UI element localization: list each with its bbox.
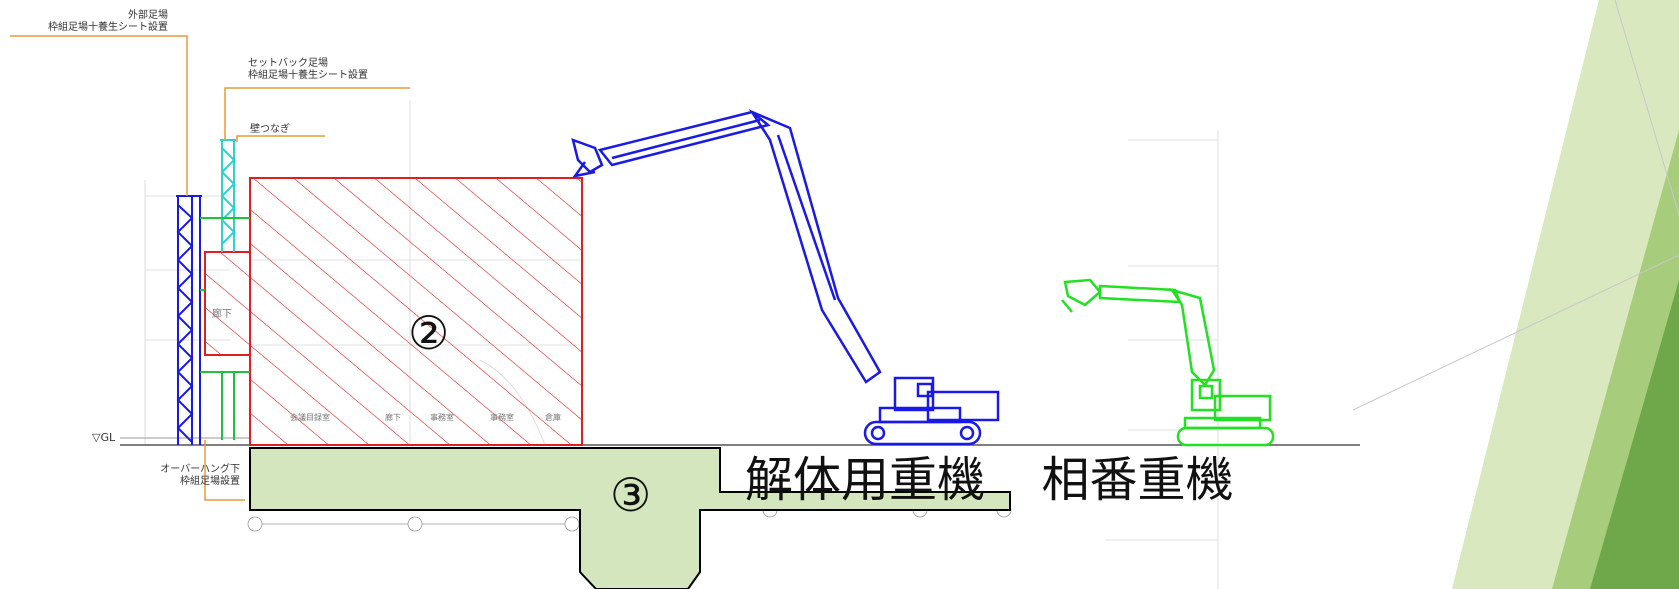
setback-scaffold-label: セットバック足場 枠組足場十養生シート設置 — [248, 58, 368, 82]
ground-level-label: ▽GL — [92, 431, 116, 444]
zone-2-marker: ② — [408, 306, 450, 360]
decor-line — [1614, 0, 1679, 216]
room-label: 事務室 — [430, 413, 454, 422]
room-label: 事務室 — [490, 413, 514, 422]
demolition-machine — [571, 109, 1000, 446]
room-label: 廊下 — [385, 413, 401, 422]
overhang-spec: 枠組足場設置 — [180, 476, 240, 487]
exterior-scaffold-spec: 枠組足場十養生シート設置 — [48, 22, 168, 33]
annotation-leaders — [10, 35, 410, 501]
wall-tie-label: 壁つなぎ — [250, 124, 290, 135]
decor-line — [1352, 254, 1679, 411]
setback-scaffold-title: セットバック足場 — [248, 58, 328, 69]
overhang-scaffold-label: オーバーハング下 枠組足場設置 — [105, 464, 240, 488]
facet-dark — [1590, 280, 1679, 589]
wall-tie-marks — [200, 217, 250, 440]
support-machine-label: 相番重機 — [1041, 452, 1234, 508]
demolition-zone-2 — [204, 177, 583, 446]
overhang-title: オーバーハング下 — [160, 464, 240, 475]
room-label: 倉庫 — [545, 413, 561, 422]
zone-3-marker: ③ — [610, 468, 652, 522]
foundation-zone-3 — [249, 447, 1011, 589]
hallway-label: 廊下 — [212, 309, 232, 320]
exterior-scaffold-label: 外部足場 枠組足場十養生シート設置 — [10, 10, 168, 34]
exterior-scaffold-title: 外部足場 — [128, 10, 168, 21]
setback-scaffold — [220, 139, 236, 252]
room-label: 会議目録室 — [290, 413, 330, 422]
support-machine — [1061, 278, 1275, 447]
machine-caption: 解体用重機 相番重機 — [745, 456, 1234, 504]
exterior-scaffold — [176, 195, 202, 445]
setback-scaffold-spec: 枠組足場十養生シート設置 — [248, 70, 368, 81]
demolition-machine-label: 解体用重機 — [745, 452, 986, 508]
